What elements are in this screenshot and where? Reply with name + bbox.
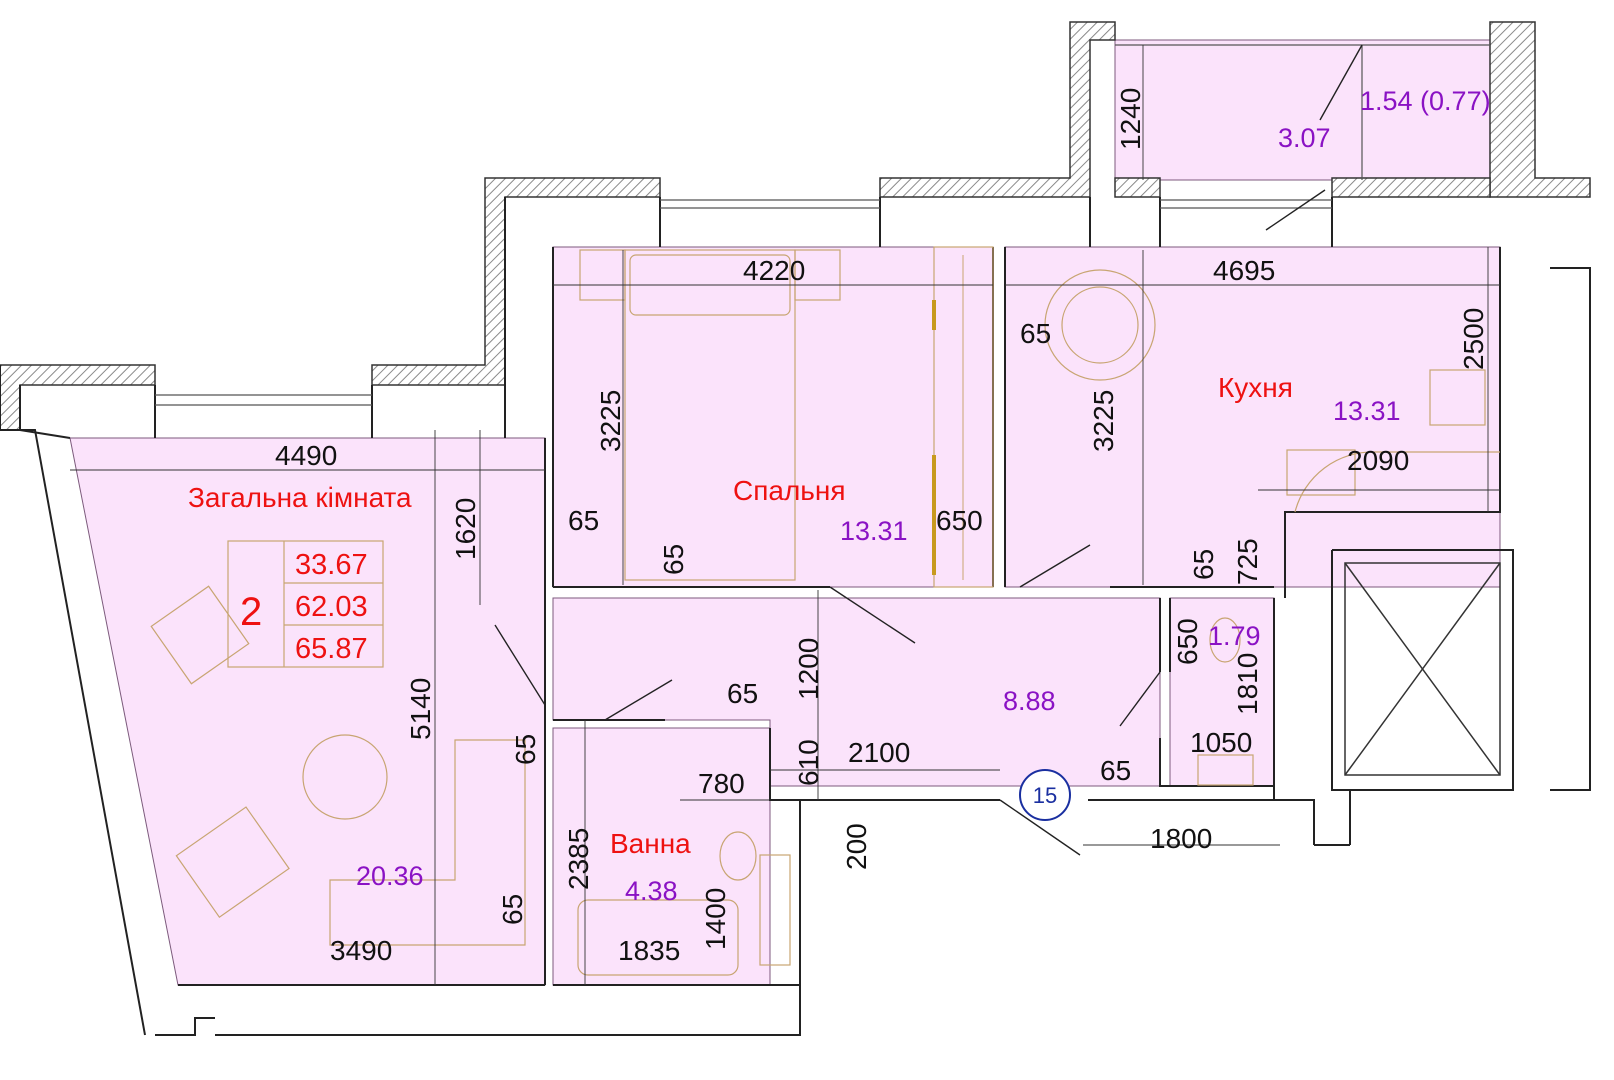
dim-65-living-left: 65 [568,505,599,536]
dim-5140: 5140 [405,678,436,740]
dim-1050: 1050 [1190,727,1252,758]
dim-2100: 2100 [848,737,910,768]
wall-balcony-right [1489,21,1591,198]
dim-725: 725 [1232,538,1263,585]
dim-3225-bedroom: 3225 [595,390,626,452]
door-swings [494,44,1363,856]
apartment-area-total: 62.03 [295,591,368,623]
area-kitchen: 13.31 [1333,396,1401,426]
dim-1200: 1200 [793,638,824,700]
area-bedroom: 13.31 [840,516,908,546]
dim-650-toilet: 650 [1172,618,1203,665]
dim-65-hall-right: 65 [1100,755,1131,786]
area-toilet: 1.79 [1208,621,1261,651]
bathtub [577,899,739,976]
wall-kitchen-top [1331,177,1491,198]
dim-3225-kitchen: 3225 [1088,390,1119,452]
wall-living-top-left [0,364,156,431]
dim-65-kitchen: 65 [1020,318,1051,349]
elevator-shaft [1344,562,1501,776]
furniture [150,249,1500,976]
bedroom-area [552,246,994,588]
apartment-number: 2 [240,590,262,634]
room-labels: Загальна кімната Спальня Кухня Ванна [188,372,1293,859]
room-name-bedroom: Спальня [733,475,846,506]
kitchen-area [1004,246,1501,588]
wall-bedroom-top [879,21,1116,198]
dim-200: 200 [841,823,872,870]
dim-65-kitchen-bottom: 65 [1188,549,1219,580]
walls [0,21,1591,431]
unit-number: 15 [1033,783,1057,808]
apartment-summary: 2 33.67 62.03 65.87 [227,540,384,668]
bathroom-area [552,727,771,986]
dim-2090: 2090 [1347,445,1409,476]
room-fills [69,39,1501,986]
stove [1429,369,1486,426]
dim-610: 610 [793,739,824,786]
toilet-bowl [1209,617,1241,663]
apartment-area-with-balcony: 65.87 [295,633,368,665]
dim-3490: 3490 [330,935,392,966]
dim-65-living-bottom: 65 [497,894,528,925]
area-hall: 8.88 [1003,686,1056,716]
area-living: 20.36 [356,861,424,891]
dim-65-bedroom-bottom: 65 [658,544,689,575]
sofa [329,739,526,946]
sink [719,831,757,881]
dim-1240: 1240 [1115,88,1146,150]
toilet-sink [1197,754,1254,786]
dim-2500: 2500 [1458,308,1489,370]
outline [0,197,1591,1036]
dim-1810: 1810 [1232,653,1263,715]
dim-1835: 1835 [618,935,680,966]
coffee-table [302,734,388,820]
dimension-lines [70,45,1500,985]
dim-650-closet: 650 [936,505,983,536]
unit-marker: 15 [1019,769,1071,821]
room-name-kitchen: Кухня [1218,372,1293,403]
area-balcony: 3.07 [1278,123,1331,153]
windows [155,44,1490,406]
dim-65-living-mid: 65 [510,734,541,765]
room-name-living: Загальна кімната [188,482,412,513]
room-name-bathroom: Ванна [610,828,691,859]
dim-4695: 4695 [1213,255,1275,286]
wardrobe [932,246,994,588]
dim-2385: 2385 [563,828,594,890]
dim-4220: 4220 [743,255,805,286]
area-balcony-reduced: 1.54 (0.77) [1360,86,1491,116]
wall-balcony-mid [1114,177,1161,198]
area-bathroom: 4.38 [625,876,678,906]
dim-65-hall: 65 [727,678,758,709]
kitchen-sink [1286,449,1356,496]
dimension-labels: 4490 4220 4695 1240 2500 3225 3225 1620 … [275,88,1489,966]
armchair-2 [175,806,290,919]
dim-4490: 4490 [275,440,337,471]
dim-780: 780 [698,768,745,799]
dim-1800: 1800 [1150,823,1212,854]
dim-1400: 1400 [700,888,731,950]
balcony-area [1114,39,1491,181]
dining-table [1044,269,1156,381]
armchair-1 [150,585,250,685]
dim-1620: 1620 [450,498,481,560]
bed [624,249,796,581]
apartment-area-living: 33.67 [295,549,368,581]
area-labels: 20.36 13.31 13.31 4.38 8.88 1.79 3.07 1.… [356,86,1491,906]
